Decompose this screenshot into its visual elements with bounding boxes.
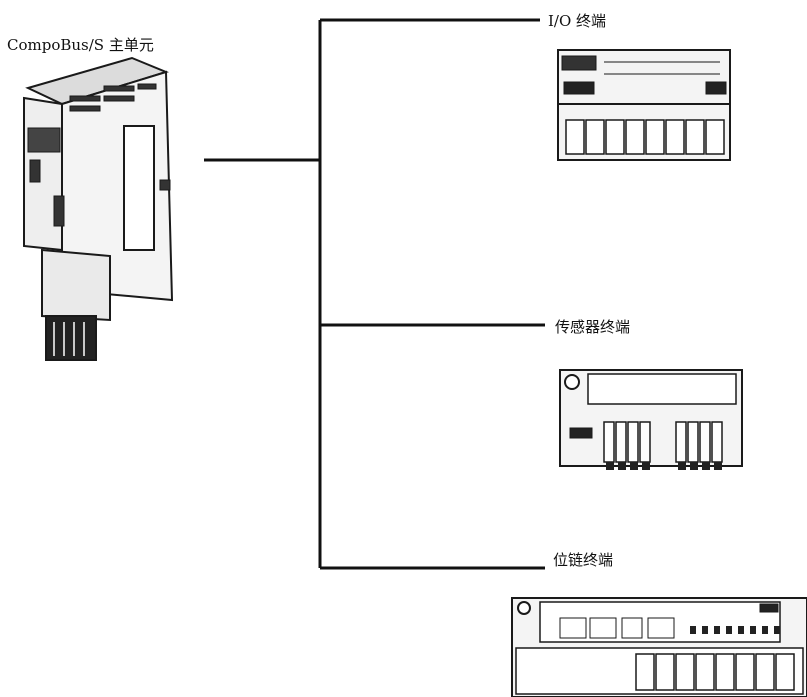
sensor-terminal-label: 传感器终端 [555,318,631,336]
bitlink-terminal-label: 位链终端 [553,551,614,569]
io-terminal-device [557,49,731,161]
master-unit-label: CompoBus/S 主单元 [7,36,154,54]
io-terminal-label: I/O 终端 [548,12,607,30]
bus-lines [204,18,545,570]
bitlink-terminal-device [511,597,807,697]
sensor-terminal-device [559,369,743,470]
master-unit-device [23,56,174,361]
